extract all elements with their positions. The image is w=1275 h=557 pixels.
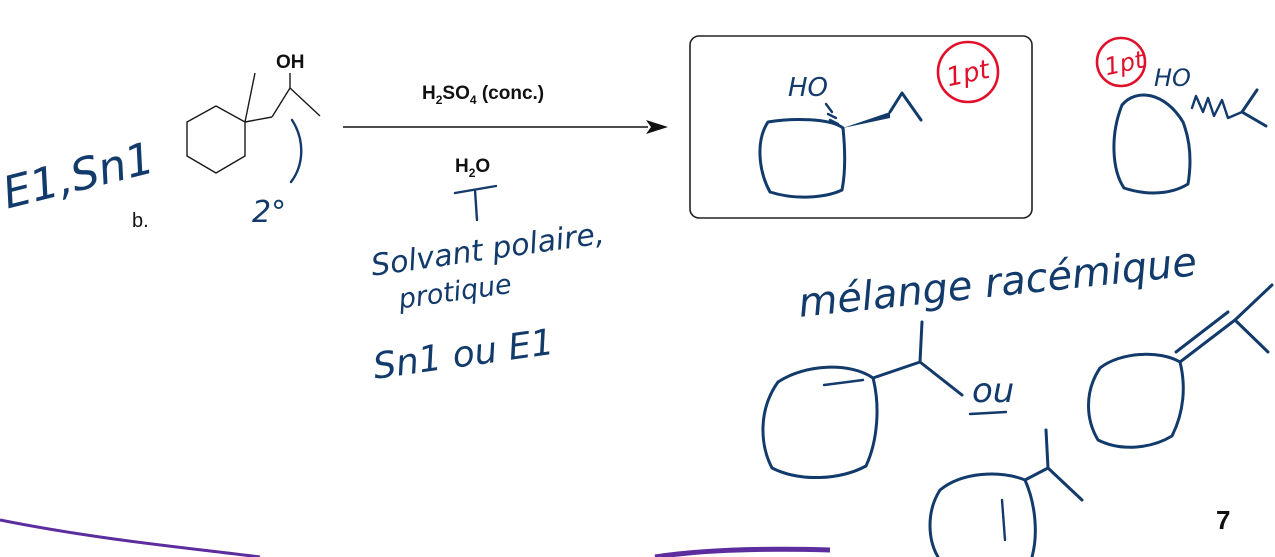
choh-bond (271, 87, 291, 118)
alkene-product-3 (928, 428, 1084, 557)
solvent-label: H2O (455, 156, 490, 180)
degree-note: 2° (252, 195, 286, 230)
reagent-label: H2SO4 (conc.) (422, 83, 544, 107)
solvent-note-3: Sn1 ou E1 (371, 322, 557, 388)
enantiomer-structure: HO (1112, 64, 1268, 195)
hash-bond-marks (824, 102, 840, 126)
isopropyl-drawing (888, 91, 923, 122)
or-text: ou (972, 371, 1014, 411)
alkene-substituents-3 (1023, 428, 1084, 502)
product-ring-drawing (758, 118, 847, 199)
enantiomer-isopropyl (1240, 88, 1268, 128)
cyclohexane-ring (186, 105, 246, 174)
racemic-mixture-note: mélange racémique (796, 239, 1199, 327)
decorative-swoosh-right (654, 546, 831, 557)
secondary-bracket-mark (289, 118, 303, 184)
alkene-substituents-2 (1233, 283, 1274, 354)
answer-box (689, 35, 1033, 219)
alkene-product-1 (761, 320, 964, 480)
alkene-double-bond-1 (822, 378, 865, 387)
page-number: 7 (1216, 505, 1230, 535)
mechanism-text: E1,Sn1 (0, 133, 159, 220)
quaternary-bond (244, 116, 273, 123)
points-label-1: 1pt (944, 55, 993, 94)
methyl-bond (244, 72, 256, 123)
alkene-ring-1 (761, 365, 879, 480)
reactant-structure: OH (186, 52, 321, 174)
alkene-substituents-1 (871, 320, 964, 397)
enantiomer-ring-drawing (1112, 93, 1192, 195)
part-label: b. (132, 210, 149, 232)
terminal-methyl-bond (289, 87, 321, 117)
or-underline (968, 410, 1008, 416)
enantiomer-hash-bonds (1190, 94, 1244, 120)
product-ho-label: HO (788, 73, 828, 103)
boxed-product-structure: HO (758, 73, 923, 199)
points-circle-1 (936, 40, 1000, 104)
mechanism-handwriting: E1,Sn1 (0, 133, 159, 220)
reaction-arrow (343, 120, 668, 134)
decorative-swoosh-left (0, 518, 261, 557)
alkene-ring-2 (1087, 352, 1185, 449)
exocyclic-double-bond (1174, 310, 1237, 364)
wedge-bond (843, 112, 890, 128)
alkene-product-2 (1087, 283, 1274, 449)
enantiomer-ho-label: HO (1154, 64, 1191, 92)
points-circle-2 (1095, 36, 1147, 88)
solvent-underline-mark (453, 184, 498, 222)
oh-label: OH (276, 52, 305, 73)
alkene-double-bond-3 (1000, 498, 1007, 542)
alkene-ring-3 (928, 472, 1037, 557)
